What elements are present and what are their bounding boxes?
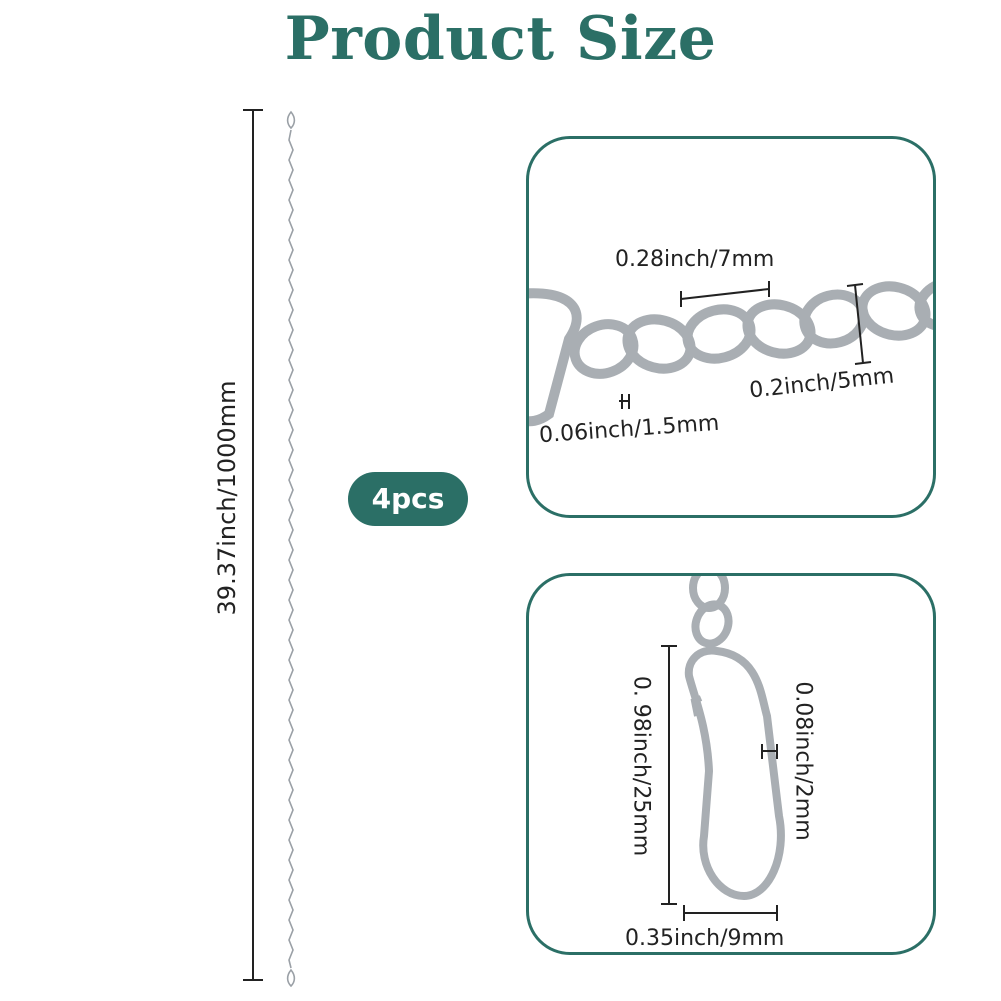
clasp-length-label: 0. 98inch/25mm [628, 675, 654, 857]
link-length-label: 0.28inch/7mm [615, 247, 775, 272]
clasp-width-label: 0.35inch/9mm [625, 926, 785, 951]
link-detail-illustration [529, 276, 933, 427]
top-end-loop [286, 110, 296, 130]
page-title: Product Size [284, 4, 717, 74]
clasp-detail-panel: 0. 98inch/25mm 0.08inch/2mm 0.35inch/9mm [526, 573, 936, 955]
clasp-detail-illustration [661, 576, 785, 921]
chain-length-label: 39.37inch/1000mm [213, 380, 241, 616]
quantity-badge: 4pcs [348, 472, 468, 526]
bottom-end-loop [286, 968, 296, 988]
snap-hook-gate [690, 695, 703, 717]
link-detail-panel: 0.28inch/7mm 0.2inch/5mm 0.06inch/1.5mm [526, 136, 936, 518]
link-dimension-marks [619, 281, 872, 409]
length-dimension-line [243, 109, 263, 981]
clasp-wire-label: 0.08inch/2mm [790, 681, 816, 841]
clasp-dimension-marks [661, 645, 778, 921]
chain-links [288, 129, 294, 969]
snap-hook-body [684, 646, 785, 901]
clasp-chain-links [689, 576, 733, 648]
chain-links-closeup [529, 276, 933, 427]
chain-strand [286, 110, 296, 988]
clasp-bottom-part [529, 288, 582, 427]
